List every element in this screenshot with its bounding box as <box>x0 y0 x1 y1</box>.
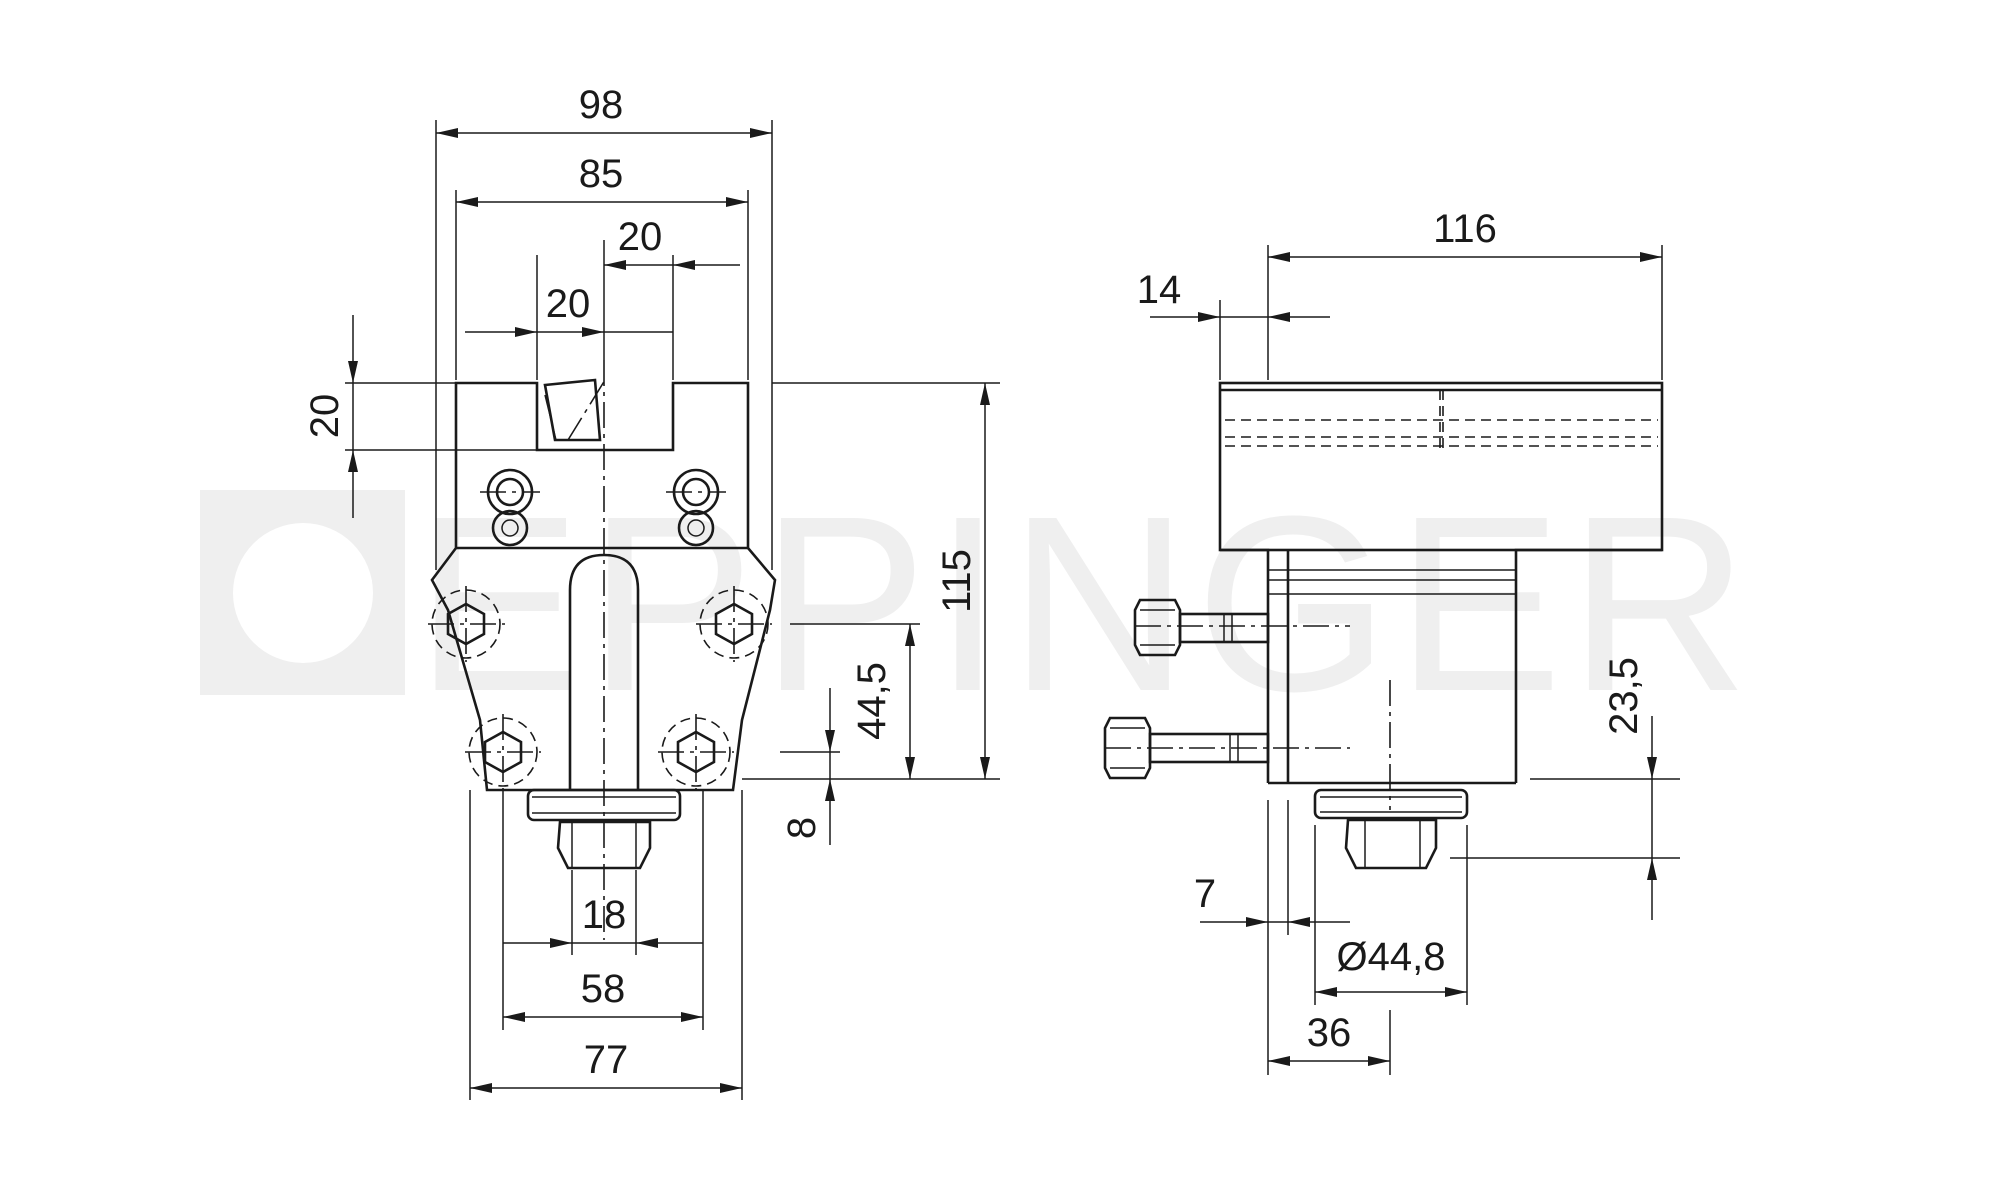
side-dimension-lines <box>1150 252 1662 1066</box>
watermark-text: EPPINGER <box>415 464 1755 743</box>
dim-body-width: 85 <box>579 152 624 196</box>
dim-slot-height: 20 <box>303 394 347 439</box>
dim-base-width: 77 <box>584 1038 629 1082</box>
side-dimension-labels: 116 14 23,5 7 Ø44,8 36 <box>1137 207 1646 1055</box>
front-center-column <box>567 360 640 940</box>
front-view: 98 85 20 20 20 115 44,5 8 18 58 77 <box>303 83 1000 1100</box>
dim-mid-height: 44,5 <box>850 662 894 740</box>
side-body <box>1268 550 1516 810</box>
dim-wall-offset: 7 <box>1194 872 1216 916</box>
front-dimension-lines <box>348 128 990 1093</box>
dim-slot-right: 20 <box>618 215 663 259</box>
dim-spigot-offset: 23,5 <box>1602 657 1646 735</box>
dim-slot-left: 20 <box>546 282 591 326</box>
dim-bolt-spacing: 58 <box>581 967 626 1011</box>
side-spigot <box>1313 788 1469 870</box>
dim-flange-offset: 14 <box>1137 268 1182 312</box>
dim-height: 115 <box>935 549 979 613</box>
side-extension-lines <box>1219 245 1680 1075</box>
dim-overall-length: 116 <box>1433 207 1497 251</box>
front-spigot <box>526 788 682 870</box>
dim-spigot-diameter: Ø44,8 <box>1337 935 1446 979</box>
front-upper-screws <box>480 468 726 547</box>
side-bolts <box>1103 598 1350 780</box>
side-top-block <box>1218 381 1664 783</box>
dim-base-offset: 8 <box>780 817 824 839</box>
dim-overall-width: 98 <box>579 83 624 127</box>
watermark-logo-icon <box>200 490 405 695</box>
dim-spigot-width: 18 <box>582 893 627 937</box>
dim-spigot-position: 36 <box>1307 1011 1352 1055</box>
front-extension-lines <box>345 120 1000 1100</box>
side-view: 116 14 23,5 7 Ø44,8 36 <box>1103 207 1680 1075</box>
front-dimension-labels: 98 85 20 20 20 115 44,5 8 18 58 77 <box>303 83 979 1082</box>
front-hex-bolts <box>428 586 772 790</box>
